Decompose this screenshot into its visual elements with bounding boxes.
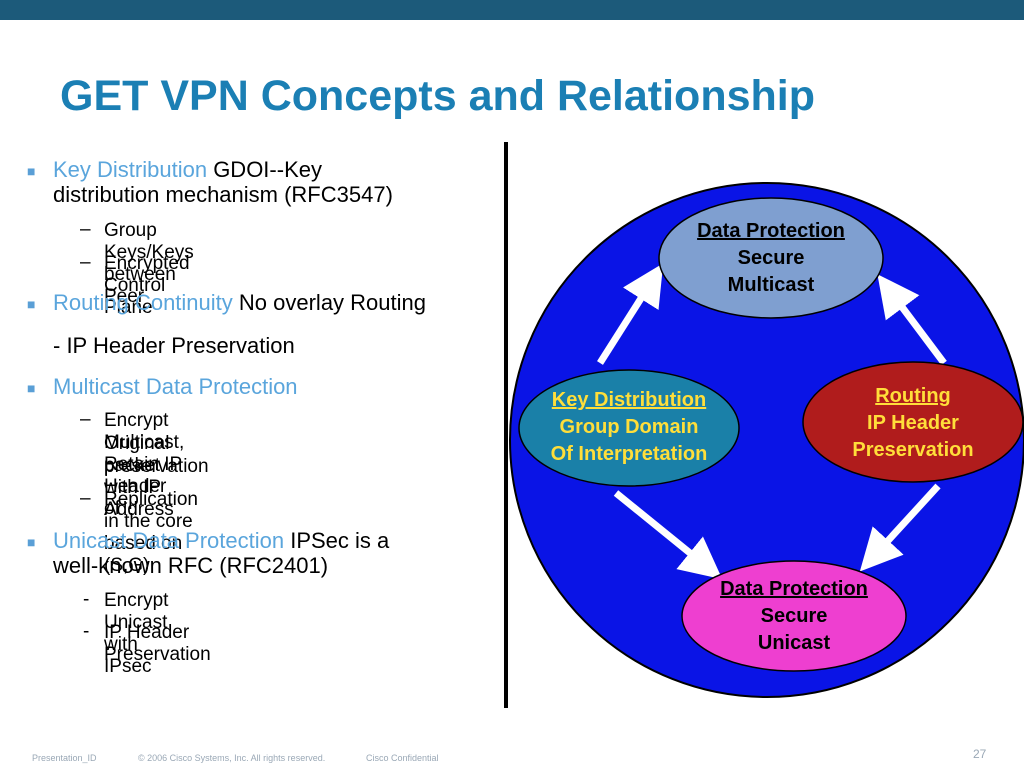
square-bullet-icon: ■ [27, 163, 36, 179]
sub-bullet: Encrypt Unicast with IPsec [104, 590, 169, 677]
node-bottom-label: Data Protection Secure Unicast [694, 576, 894, 657]
node-routing [802, 361, 1024, 483]
arrow-key-to-multicast [597, 263, 664, 365]
bullet-text-line2: well-known RFC (RFC2401) [53, 553, 329, 578]
top-banner [0, 0, 1024, 20]
bullet-highlight: Key Distribution [53, 157, 208, 182]
bullet-ip-header: - IP Header Preservation [53, 333, 295, 358]
node-title: Key Distribution [551, 389, 707, 411]
hyphen-marker: - [83, 621, 90, 642]
node-key-distribution [518, 369, 740, 487]
node-line: Of Interpretation [550, 443, 708, 465]
bullet-multicast: Multicast Data Protection [53, 374, 298, 399]
node-line: IP Header [867, 412, 959, 434]
node-right-label: Routing IP Header Preservation [803, 383, 1023, 464]
sub-bullet: Replication in the core based on (S,G) [104, 489, 198, 576]
node-title: Routing [875, 385, 951, 407]
node-line: Secure [760, 605, 828, 627]
square-bullet-icon: ■ [27, 534, 36, 550]
node-line: Unicast [757, 632, 831, 654]
sub-bullet: Group Keys/Keys between Peer [104, 220, 194, 307]
bullet-unicast: Unicast Data Protection IPSec is a [53, 528, 389, 553]
bullet-highlight: Multicast Data Protection [53, 374, 298, 399]
sub-bullet-cont: preservation [104, 456, 209, 477]
node-line: Multicast [727, 274, 815, 296]
node-left-label: Key Distribution Group Domain Of Interpr… [519, 387, 739, 468]
footer-copyright: © 2006 Cisco Systems, Inc. All rights re… [138, 753, 326, 763]
sub-bullet-cont: Original packet with IP Address [104, 433, 174, 520]
page-number: 27 [973, 747, 987, 761]
bullet-key-distribution: Key Distribution GDOI--Key [53, 157, 322, 182]
dash-marker: – [80, 252, 91, 273]
arrow-routing-to-multicast [877, 274, 947, 366]
node-top-label: Data Protection Secure Multicast [671, 218, 871, 299]
node-title: Data Protection [720, 578, 868, 600]
node-line: Group Domain [559, 416, 699, 438]
sub-bullet: Encrypt Multicast, Retain IP Header of [104, 410, 185, 519]
vertical-divider [504, 142, 508, 708]
square-bullet-icon: ■ [27, 380, 36, 396]
node-line: Secure [737, 247, 805, 269]
node-title: Data Protection [697, 220, 845, 242]
node-data-protection-unicast [681, 560, 907, 672]
node-data-protection-multicast [658, 197, 884, 319]
bullet-highlight: Unicast Data Protection [53, 528, 285, 553]
bullet-text: No overlay Routing [232, 290, 426, 315]
sub-bullet: IP Header Preservation [104, 622, 211, 665]
square-bullet-icon: ■ [27, 296, 36, 312]
bullet-highlight: Routing Continuity [53, 290, 233, 315]
footer-confidential: Cisco Confidential [366, 753, 439, 763]
dash-marker: – [80, 219, 91, 240]
sub-bullet: Encrypted Control Plane [104, 253, 190, 318]
dash-marker: – [80, 488, 91, 509]
arrow-routing-to-unicast [859, 483, 941, 572]
footer-presentation-id: Presentation_ID [32, 753, 97, 763]
bullet-text: GDOI--Key [207, 157, 322, 182]
bullet-text: IPSec is a [284, 528, 390, 553]
arrow-key-to-unicast [613, 490, 723, 580]
dash-marker: – [80, 409, 91, 430]
slide-title: GET VPN Concepts and Relationship [60, 72, 815, 120]
bullet-text-line2: distribution mechanism (RFC3547) [53, 182, 393, 207]
node-line: Preservation [852, 439, 974, 461]
bullet-routing: Routing Continuity No overlay Routing [53, 290, 426, 315]
hyphen-marker: - [83, 589, 90, 610]
